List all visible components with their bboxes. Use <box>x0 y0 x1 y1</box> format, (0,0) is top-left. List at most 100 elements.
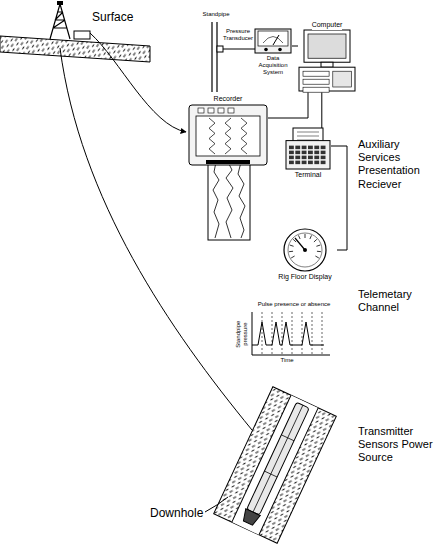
x-axis <box>252 355 330 356</box>
drive-slot <box>303 80 329 85</box>
keypad <box>333 72 352 88</box>
icon-drawing <box>298 30 356 92</box>
key <box>314 161 319 165</box>
part-label: Pressure Transducer <box>222 28 254 42</box>
chart-paper <box>208 162 250 240</box>
borehole <box>232 395 318 535</box>
key <box>302 151 307 155</box>
icon-drawing <box>188 104 268 166</box>
signal-wire <box>268 92 308 118</box>
meter-scale <box>263 37 283 44</box>
key <box>321 151 326 155</box>
rig-house <box>74 31 90 39</box>
key <box>295 156 300 160</box>
axis-label: Standpipe pressure <box>235 316 249 352</box>
gauge-tick <box>315 256 318 258</box>
downhole-section <box>214 387 337 543</box>
crown-block <box>57 1 63 5</box>
gauge-tick <box>289 251 293 252</box>
pen-trace <box>225 118 231 154</box>
terminal-illustration <box>285 128 331 170</box>
gauge-tick <box>314 239 317 242</box>
recorder-button <box>208 108 214 113</box>
monitor-case <box>304 30 350 62</box>
drill-bit <box>241 509 261 527</box>
monitor-stand <box>321 63 333 68</box>
leader-line <box>205 497 228 512</box>
recorder-illustration <box>188 104 268 166</box>
meter-face <box>258 31 288 46</box>
terminal-body <box>286 141 330 169</box>
computer-illustration <box>298 30 356 92</box>
formation <box>214 387 337 543</box>
terminal-unit: Terminal <box>285 128 331 180</box>
gauge-tick <box>298 235 300 239</box>
key <box>321 156 326 160</box>
location-label: Downhole <box>150 506 206 520</box>
pressure-transducer <box>217 46 223 52</box>
node-label: Recorder <box>214 94 243 104</box>
key <box>314 156 319 160</box>
key <box>308 161 313 165</box>
display-gauge: Rig Floor Display <box>273 228 337 282</box>
gauge-tick <box>290 245 294 246</box>
recorder-chart-paper <box>208 162 250 240</box>
key <box>321 161 326 165</box>
signal-curve <box>90 33 186 132</box>
key <box>289 151 294 155</box>
telemetry-plot <box>252 312 330 355</box>
tool-sections <box>247 402 310 515</box>
gauge-hub <box>303 248 307 252</box>
meter-needle <box>273 35 279 45</box>
drive-slot <box>303 72 329 77</box>
gauge-tick <box>310 235 312 239</box>
computer-unit: Computer <box>298 20 356 92</box>
standpipe <box>212 22 255 92</box>
icon-drawing <box>273 228 337 272</box>
recorder-unit: Recorder <box>188 94 268 166</box>
axis-title: Pulse presence or absence <box>254 301 334 308</box>
gauge-tick <box>317 251 321 252</box>
standpipe-wall <box>216 22 217 92</box>
drive-slot <box>303 88 329 93</box>
mwd-tool <box>247 402 310 515</box>
key <box>308 151 313 155</box>
key <box>308 146 313 150</box>
pen-trace <box>209 118 215 154</box>
axis-label: Time <box>272 357 302 364</box>
transducer-wire <box>223 49 255 50</box>
node-label: Rig Floor Display <box>278 272 331 282</box>
meter-illustration <box>254 28 292 54</box>
gauge-tick <box>316 245 320 246</box>
gauge-tick <box>305 234 306 238</box>
gauge-tick <box>291 256 294 258</box>
recorder-case <box>189 105 267 165</box>
recorder-button <box>198 108 204 113</box>
meter-knob <box>278 48 282 52</box>
group-label: Telemetary Channel <box>358 288 438 314</box>
gauge-rim <box>284 229 326 271</box>
icon-drawing <box>285 128 331 170</box>
gauge-illustration <box>273 228 337 272</box>
paper-line <box>297 132 319 133</box>
key <box>308 156 313 160</box>
paper-line <box>297 136 319 137</box>
recorder-button <box>228 108 234 113</box>
signal-wire <box>292 46 298 47</box>
gauge-face <box>288 233 322 267</box>
chart-trace <box>213 162 219 238</box>
key <box>295 146 300 150</box>
key <box>295 161 300 165</box>
meter-knob <box>264 48 268 52</box>
node-label: Data Acquisition System <box>254 54 292 78</box>
node-label: Computer <box>312 20 343 30</box>
pulse-trace <box>252 322 324 345</box>
ground-section <box>0 36 150 62</box>
group-label: Transmitter Sensors Power Source <box>358 425 438 465</box>
key <box>289 146 294 150</box>
derrick <box>50 4 70 39</box>
paper-slot <box>206 160 250 164</box>
key <box>295 151 300 155</box>
